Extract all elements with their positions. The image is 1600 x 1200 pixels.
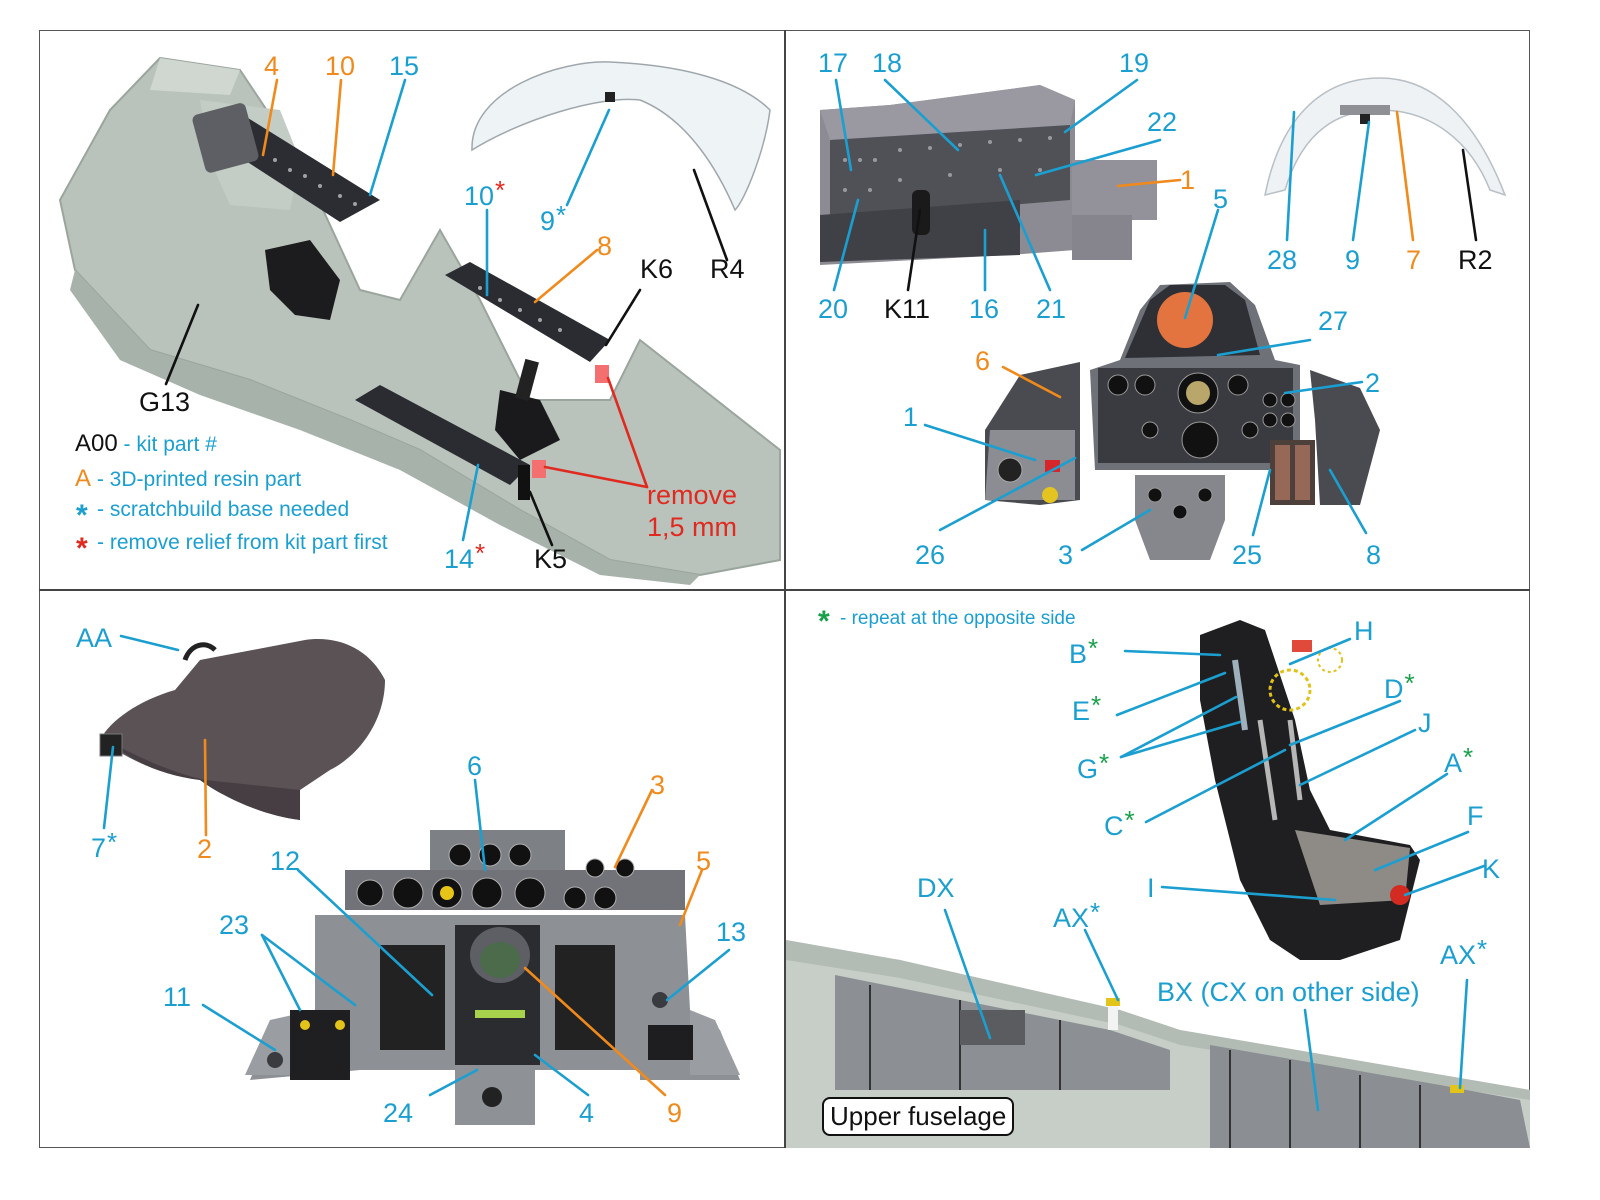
callout-R4: R4 [710,254,745,284]
asterisk-icon-blue: * [76,499,88,532]
callout-K5: K5 [534,544,568,574]
callout-4: 4 [579,1098,595,1128]
callout-8: 8 [1366,540,1382,570]
legend-resin-part: A - 3D-printed resin part [75,465,302,492]
asterisk-icon: * [556,200,567,230]
glareshield-illustration [99,639,385,820]
callout-7-star: 7* [91,827,118,863]
callout-7: 7 [1406,245,1422,275]
callout-8: 8 [597,231,613,261]
callout-C-star: C* [1104,805,1135,841]
callout-9-star: 9* [540,200,567,236]
upper-fuselage-illustration [786,940,1530,1148]
asterisk-icon: * [475,538,486,568]
asterisk-icon: * [1404,668,1415,698]
callout-19: 19 [1119,48,1150,78]
callout-4: 4 [264,51,280,81]
asterisk-icon: * [107,827,118,857]
asterisk-icon: * [1463,742,1474,772]
legend-scratchbuild: - scratchbuild base needed [97,498,350,521]
leader-lines [102,78,1486,1112]
callout-28: 28 [1267,245,1298,275]
instrument-panel-illustration [985,282,1380,560]
callout-G-star: G* [1077,748,1110,784]
callout-K6: K6 [640,254,674,284]
callout-AX-star-2: AX* [1440,934,1488,970]
callout-DX: DX [917,873,955,903]
callout-6: 6 [467,751,483,781]
callout-6: 6 [975,346,991,376]
callout-BX: BX (CX on other side) [1157,977,1420,1007]
callout-2: 2 [197,834,213,864]
callout-21: 21 [1036,294,1067,324]
callout-12: 12 [270,846,301,876]
asterisk-icon-green: * [818,605,830,638]
callout-20: 20 [818,294,849,324]
callout-E-star: E* [1072,690,1102,726]
callout-K: K [1482,854,1501,884]
callout-G13: G13 [139,387,191,417]
asterisk-icon: * [1088,633,1099,663]
callout-9: 9 [667,1098,683,1128]
callout-27: 27 [1318,306,1349,336]
callout-F: F [1467,801,1484,831]
callout-26: 26 [915,540,946,570]
callout-13: 13 [716,917,747,947]
callout-J: J [1418,708,1432,738]
legend-kit-part: A00 - kit part # [75,430,217,457]
legend-remove-relief: - remove relief from kit part first [97,531,388,554]
callout-15: 15 [389,51,420,81]
callout-10-star: 10* [464,175,506,211]
callout-23: 23 [219,910,250,940]
asterisk-icon: * [1090,897,1101,927]
repeat-note: - repeat at the opposite side [840,608,1076,629]
callout-I: I [1147,873,1155,903]
callout-A-star: A* [1444,742,1474,778]
asterisk-icon: * [1477,934,1488,964]
callout-1-resin: 1 [1180,165,1196,195]
callout-H: H [1354,616,1374,646]
callout-K11: K11 [884,294,931,324]
callout-14-star: 14* [444,538,486,574]
callout-18: 18 [872,48,903,78]
callout-D-star: D* [1384,668,1415,704]
callout-AX-star-1: AX* [1053,897,1101,933]
side-panels-illustration [820,77,1507,265]
asterisk-icon: * [1099,748,1110,778]
callout-9: 9 [1345,245,1361,275]
asterisk-icon-red: * [76,532,88,565]
cockpit-tub-illustration [58,56,781,585]
remove-note-line1: remove [647,480,738,510]
callout-B-star: B* [1069,633,1099,669]
ejection-seat-illustration [1200,620,1420,960]
upper-fuselage-label: Upper fuselage [822,1097,1015,1136]
callout-3: 3 [1058,540,1074,570]
callout-2: 2 [1365,368,1381,398]
callout-AA: AA [76,623,113,653]
panel-divider-horizontal [39,589,1530,591]
callout-3: 3 [650,770,666,800]
remove-note-line2: 1,5 mm [647,512,738,542]
callout-24: 24 [383,1098,414,1128]
rear-instrument-panel-illustration [245,830,740,1125]
asterisk-icon: * [1091,690,1102,720]
callout-22: 22 [1147,107,1178,137]
legend-asterisks: * * * [76,499,830,638]
callout-1: 1 [903,402,919,432]
callout-10: 10 [325,51,356,81]
callout-11: 11 [163,982,192,1012]
asterisk-icon: * [495,175,506,205]
callout-17: 17 [818,48,849,78]
callout-16: 16 [969,294,1000,324]
callout-5: 5 [1213,184,1229,214]
asterisk-icon: * [1124,805,1135,835]
callout-R2: R2 [1458,245,1493,275]
callout-5: 5 [696,846,712,876]
callout-25: 25 [1232,540,1263,570]
